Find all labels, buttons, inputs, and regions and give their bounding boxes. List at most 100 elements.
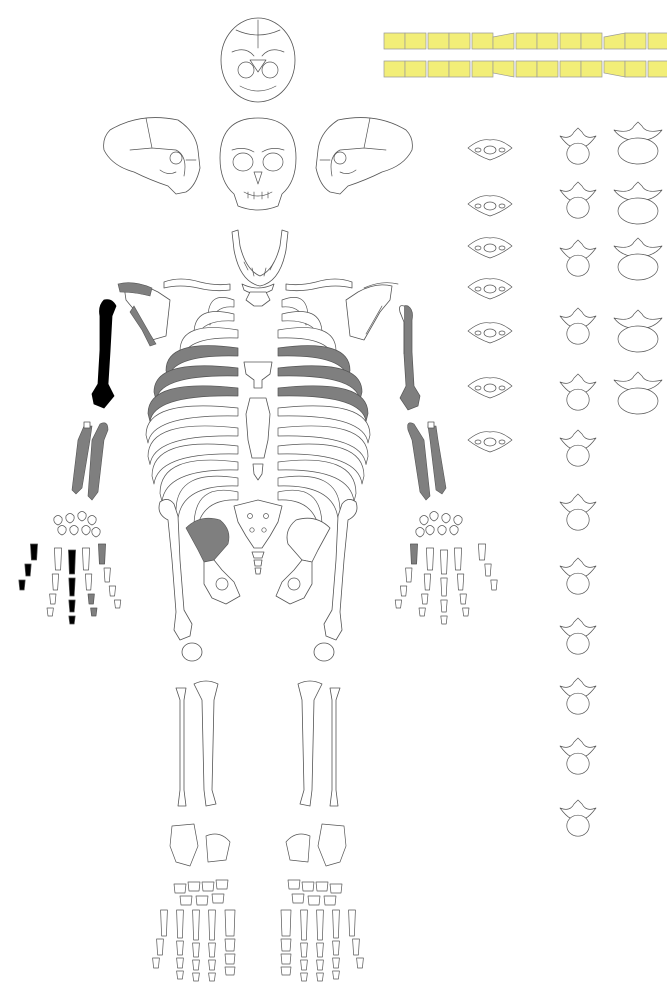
right-carpal-5[interactable] — [58, 526, 66, 536]
left-hand-ray5-bone3[interactable] — [400, 586, 406, 596]
right-tarsal-6[interactable] — [196, 896, 208, 905]
left-talus[interactable] — [286, 834, 310, 862]
thoracic-vertebra-7-body[interactable] — [567, 509, 589, 530]
left-foot-ray5-bone1[interactable] — [281, 910, 291, 936]
left-carpal-4[interactable] — [420, 516, 428, 526]
left-foot-ray4-bone2[interactable] — [301, 943, 308, 957]
left-hand-ray3-bone1[interactable] — [440, 550, 447, 574]
lower-tooth-3[interactable] — [428, 61, 449, 77]
right-hand-ray1-bone2[interactable] — [25, 564, 31, 576]
right-femur[interactable] — [159, 499, 192, 640]
manubrium[interactable] — [246, 292, 270, 306]
left-foot-ray1-bone2[interactable] — [353, 939, 360, 955]
right-hand-ray3-bone4[interactable] — [69, 616, 75, 624]
lumbar-vertebra-2[interactable] — [614, 182, 662, 224]
right-talus[interactable] — [206, 834, 230, 862]
right-foot-ray1-bone1[interactable] — [161, 910, 168, 936]
cervical-vertebra-2-arch[interactable] — [468, 196, 512, 216]
skull-left-lateral-view[interactable] — [316, 118, 412, 194]
thoracic-vertebra-7[interactable] — [560, 494, 596, 530]
left-carpal-1[interactable] — [454, 516, 462, 526]
left-hand-ray1-bone2[interactable] — [485, 564, 491, 576]
skull-right-lateral-view[interactable] — [104, 118, 200, 194]
left-humerus[interactable] — [400, 306, 421, 410]
lower-tooth-9[interactable] — [560, 61, 581, 77]
upper-tooth-1[interactable] — [384, 33, 405, 49]
thoracic-vertebra-1-body[interactable] — [567, 143, 589, 164]
thoracic-vertebra-10[interactable] — [560, 678, 596, 714]
left-tarsal-7[interactable] — [292, 894, 304, 903]
cervical-vertebra-1[interactable] — [468, 140, 512, 160]
left-tarsal-5[interactable] — [324, 896, 336, 905]
left-fibula[interactable] — [330, 688, 340, 806]
left-foot-ray2-bone1[interactable] — [333, 910, 340, 938]
thoracic-vertebra-4-body[interactable] — [567, 323, 589, 344]
left-carpal-8[interactable] — [416, 528, 424, 538]
right-foot-ray2-bone2[interactable] — [177, 941, 184, 955]
left-tarsal-6[interactable] — [308, 896, 320, 905]
right-hand-ray4-bone2[interactable] — [85, 574, 91, 590]
left-tarsal-4[interactable] — [288, 880, 300, 889]
upper-tooth-4[interactable] — [449, 33, 470, 49]
right-humerus[interactable] — [92, 300, 116, 408]
thoracic-vertebra-3-body[interactable] — [567, 255, 589, 276]
upper-tooth-9[interactable] — [560, 33, 581, 49]
upper-tooth-6[interactable] — [493, 33, 514, 49]
left-ulna[interactable] — [408, 423, 430, 500]
thoracic-vertebra-5[interactable] — [560, 374, 596, 410]
right-foot-ray4-bone3[interactable] — [209, 960, 216, 970]
right-tarsal-3[interactable] — [202, 882, 214, 891]
lower-tooth-5[interactable] — [472, 61, 493, 77]
lumbar-vertebra-5-processes[interactable] — [614, 372, 662, 390]
upper-tooth-8[interactable] — [537, 33, 558, 49]
right-foot-ray1-bone2[interactable] — [157, 939, 164, 955]
right-carpal-7[interactable] — [82, 526, 90, 536]
cervical-vertebra-7[interactable] — [468, 432, 512, 452]
thoracic-vertebra-2[interactable] — [560, 182, 596, 218]
upper-tooth-5[interactable] — [472, 33, 493, 49]
thoracic-vertebra-12[interactable] — [560, 800, 596, 836]
left-hand-ray1-bone1[interactable] — [478, 544, 485, 560]
right-foot-ray2-bone4[interactable] — [177, 971, 184, 979]
thoracic-vertebra-10-body[interactable] — [567, 693, 589, 714]
left-calcaneus[interactable] — [318, 824, 346, 866]
right-fibula[interactable] — [176, 688, 186, 806]
cervical-vertebra-3-arch[interactable] — [468, 238, 512, 258]
right-hand-ray4-bone4[interactable] — [91, 608, 97, 616]
left-foot-ray4-bone3[interactable] — [301, 960, 308, 970]
thoracic-vertebra-11[interactable] — [560, 738, 596, 774]
lower-tooth-2[interactable] — [405, 61, 426, 77]
lower-tooth-11[interactable] — [604, 61, 625, 77]
right-tarsal-7[interactable] — [212, 894, 224, 903]
left-carpal-3[interactable] — [430, 512, 438, 522]
left-carpal-6[interactable] — [438, 526, 446, 536]
left-foot-ray2-bone3[interactable] — [333, 958, 340, 968]
right-tarsal-2[interactable] — [188, 882, 200, 891]
right-calcaneus[interactable] — [170, 824, 198, 866]
right-foot-ray5-bone1[interactable] — [225, 910, 235, 936]
right-tarsal-4[interactable] — [216, 880, 228, 889]
right-foot-ray5-bone4[interactable] — [225, 967, 235, 975]
right-hand-ray2-bone4[interactable] — [47, 608, 53, 616]
right-foot-ray3-bone1[interactable] — [193, 910, 200, 940]
lower-tooth-12[interactable] — [625, 61, 646, 77]
left-foot-ray2-bone2[interactable] — [333, 941, 340, 955]
right-hand-ray4-bone1[interactable] — [82, 548, 89, 570]
lower-tooth-4[interactable] — [449, 61, 470, 77]
right-hand-ray3-bone3[interactable] — [69, 600, 75, 612]
left-hand-ray5-bone1[interactable] — [410, 544, 417, 564]
thoracic-vertebra-2-body[interactable] — [567, 197, 589, 218]
lower-tooth-1[interactable] — [384, 61, 405, 77]
left-hand-ray4-bone3[interactable] — [422, 594, 428, 604]
cervical-vertebra-1-arch[interactable] — [468, 140, 512, 160]
left-foot-ray5-bone3[interactable] — [281, 954, 291, 964]
right-tibia[interactable] — [194, 681, 218, 806]
right-carpal-3[interactable] — [78, 512, 86, 522]
left-foot-ray3-bone1[interactable] — [317, 910, 324, 940]
left-tarsal-1[interactable] — [330, 884, 342, 893]
right-foot-ray2-bone1[interactable] — [177, 910, 184, 938]
left-hand-ray3-bone2[interactable] — [441, 578, 447, 596]
lumbar-vertebra-3-body[interactable] — [618, 254, 658, 280]
left-os-coxae[interactable] — [276, 518, 330, 604]
lumbar-vertebra-2-processes[interactable] — [614, 182, 662, 200]
